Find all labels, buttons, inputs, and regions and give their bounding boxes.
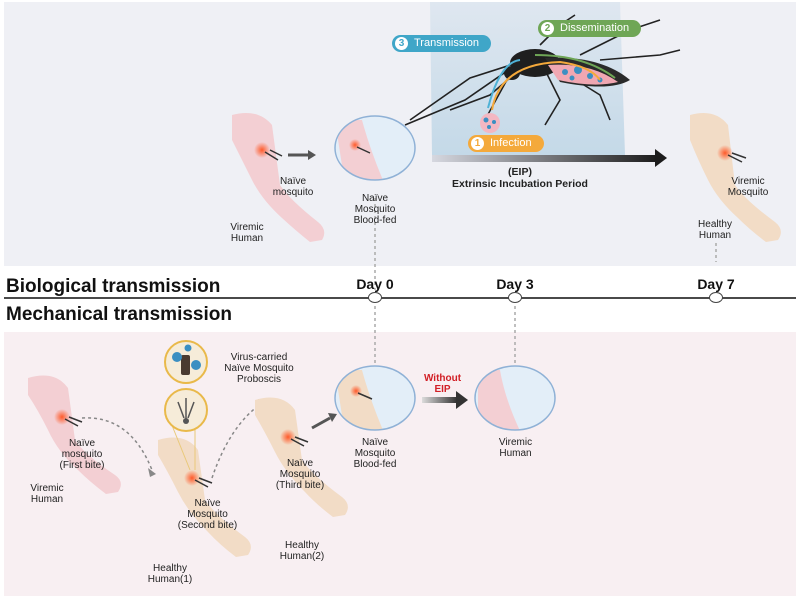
mechanical-transmission-title: Mechanical transmission (6, 304, 232, 325)
arm-viremic-human-bio (232, 112, 325, 242)
label-blood-fed-bio: Naïve Mosquito Blood-fed (353, 193, 397, 226)
infection-path (491, 60, 601, 111)
dissemination-path (534, 54, 616, 79)
dashed-path-second-to-third (211, 402, 263, 479)
transmission-path (487, 59, 521, 109)
stage-dissemination: 2 Dissemination (538, 20, 642, 37)
arm-healthy-human-2 (255, 397, 348, 517)
without-eip-arrow-head (456, 391, 468, 409)
label-viremic-human-bio: Viremic Human (230, 222, 264, 244)
day-0-label: Day 0 (356, 276, 394, 292)
label-third-bite: Naïve Mosquito (Third bite) (275, 458, 325, 491)
without-eip-arrow-shaft (422, 397, 457, 403)
label-without-eip: Without EIP (423, 373, 462, 395)
eip-abbrev: (EIP) (508, 166, 532, 178)
day-7-node (709, 292, 723, 303)
timeline-axis (4, 297, 796, 299)
label-healthy-human-1: Healthy Human(1) (147, 563, 193, 585)
stage-transmission: 3 Transmission (392, 35, 491, 52)
eip-arrow-shaft (432, 155, 657, 162)
bite-mark (254, 142, 270, 158)
label-proboscis: Virus-carried Naïve Mosquito Proboscis (224, 352, 294, 385)
arm-viremic-human-mech (28, 375, 121, 494)
day-3-node (508, 292, 522, 303)
arm-healthy-human-1 (158, 437, 251, 557)
label-viremic-human-mech: Viremic Human (30, 483, 64, 505)
label-second-bite: Naïve Mosquito (Second bite) (177, 498, 238, 531)
label-healthy-human-2: Healthy Human(2) (279, 540, 325, 562)
label-first-bite: Naïve mosquito (First bite) (59, 438, 105, 471)
label-viremic-mosquito: Viremic Mosquito (727, 176, 769, 198)
label-blood-fed-mech: Naïve Mosquito Blood-fed (353, 437, 397, 470)
arm-healthy-human-bio (690, 112, 781, 242)
label-viremic-human-result: Viremic Human (498, 437, 533, 459)
day-0-node (368, 292, 382, 303)
day-3-label: Day 3 (496, 276, 534, 292)
biological-transmission-title: Biological transmission (6, 276, 221, 297)
eip-arrow-head (655, 149, 667, 167)
stage-infection: 1 Infection (468, 135, 544, 152)
dashed-path-first-to-second (81, 417, 153, 471)
mosquito-head (504, 66, 520, 80)
eip-full-label: Extrinsic Incubation Period (452, 178, 588, 190)
day-7-label: Day 7 (697, 276, 735, 292)
label-healthy-human-bio: Healthy Human (698, 219, 732, 241)
label-naive-mosquito-bio: Naïve mosquito (272, 176, 314, 198)
